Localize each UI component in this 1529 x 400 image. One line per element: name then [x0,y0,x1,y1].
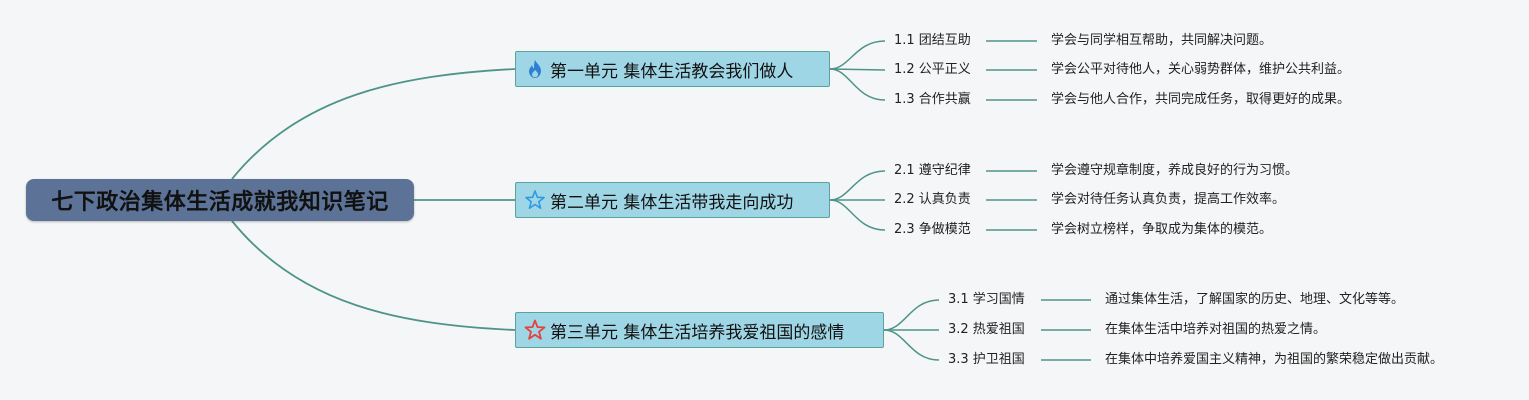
unit-title-2: 第二单元 集体生活带我走向成功 [550,192,794,213]
connector-unit2-topic3 [829,199,886,231]
connector-unit3-topic3 [883,329,940,361]
unit-title-1: 第一单元 集体生活教会我们做人 [550,61,794,82]
note-2-2: 学会对待任务认真负责，提高工作效率。 [1051,192,1286,207]
connector-root-unit1 [231,68,516,180]
note-1-1: 学会与同学相互帮助，共同解决问题。 [1051,33,1273,48]
topic-1-3[interactable]: 1.3 合作共赢 [894,92,971,107]
unit-title-3: 第三单元 集体生活培养我爱祖国的感情 [550,322,845,343]
connector-unit1-topic2 [829,68,886,71]
connector-unit1-topic3 [829,68,886,101]
note-2-3: 学会树立榜样，争取成为集体的模范。 [1051,222,1273,237]
connector-unit1-topic1 [829,40,886,70]
unit-node-2[interactable]: 第二单元 集体生活带我走向成功 [515,182,830,218]
topic-3-1[interactable]: 3.1 学习国情 [948,292,1025,307]
root-title: 七下政治集体生活成就我知识笔记 [51,190,389,215]
red-star-icon [524,319,546,341]
root-node[interactable]: 七下政治集体生活成就我知识笔记 [26,179,414,221]
connector-root-unit3 [231,220,516,331]
topic-3-3[interactable]: 3.3 护卫祖国 [948,352,1025,367]
topic-2-3[interactable]: 2.3 争做模范 [894,222,971,237]
note-3-2: 在集体生活中培养对祖国的热爱之情。 [1105,322,1327,337]
topic-3-2[interactable]: 3.2 热爱祖国 [948,322,1025,337]
topic-2-1[interactable]: 2.1 遵守纪律 [894,163,971,178]
unit-node-1[interactable]: 第一单元 集体生活教会我们做人 [515,51,830,87]
note-1-2: 学会公平对待他人，关心弱势群体，维护公共利益。 [1051,62,1351,77]
connector-unit2-topic1 [829,170,886,201]
topic-2-2[interactable]: 2.2 认真负责 [894,192,971,207]
topic-1-2[interactable]: 1.2 公平正义 [894,62,971,77]
fire-icon [524,58,546,80]
note-1-3: 学会与他人合作，共同完成任务，取得更好的成果。 [1051,92,1351,107]
note-3-1: 通过集体生活，了解国家的历史、地理、文化等等。 [1105,292,1405,307]
connector-unit3-topic1 [883,299,940,331]
unit-node-3[interactable]: 第三单元 集体生活培养我爱祖国的感情 [515,312,884,348]
note-2-1: 学会遵守规章制度，养成良好的行为习惯。 [1051,163,1299,178]
topic-1-1[interactable]: 1.1 团结互助 [894,33,971,48]
blue-star-icon [524,189,546,211]
note-3-3: 在集体中培养爱国主义精神，为祖国的繁荣稳定做出贡献。 [1105,352,1444,367]
